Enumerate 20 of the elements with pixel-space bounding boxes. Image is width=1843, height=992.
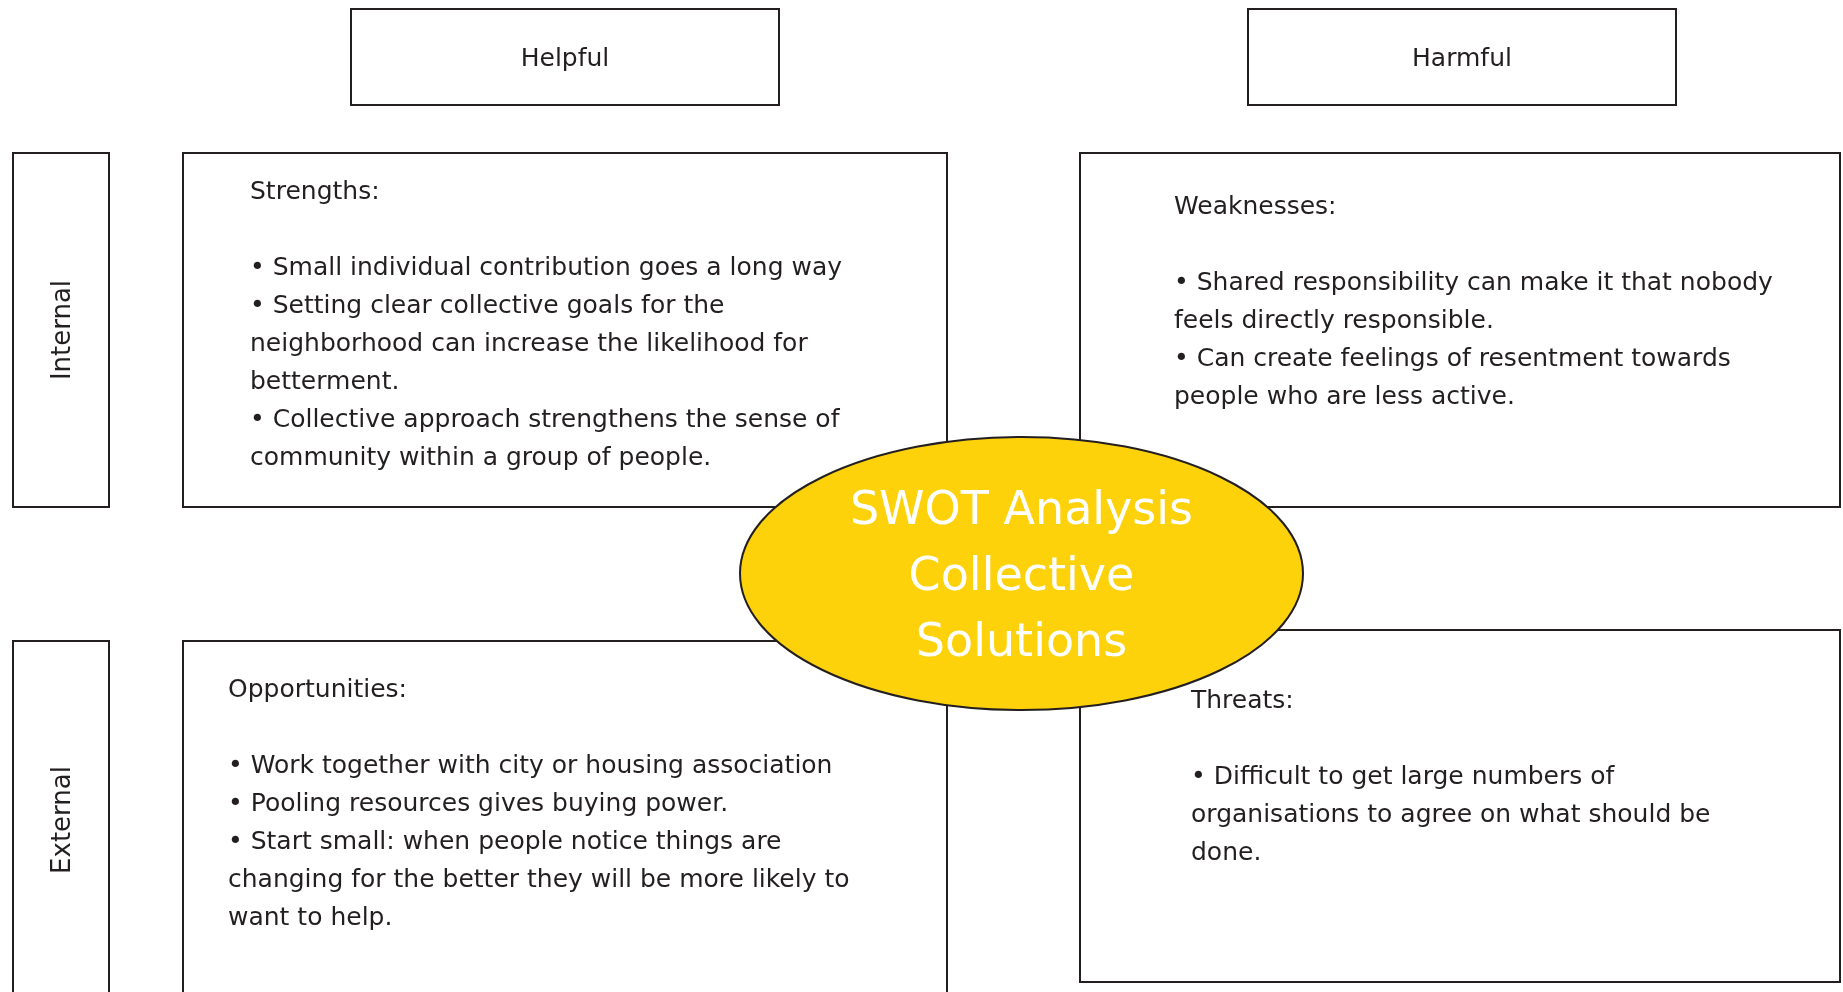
row-header [12,152,110,508]
panel-heading: Threats: [1191,684,1294,716]
row-header [12,640,110,992]
row-label: Internal [46,279,76,381]
title-text: SWOT Analysis Collective Solutions [848,479,1195,669]
row-label: External [46,766,76,874]
bullet-point: • Shared responsibility can make it that nobody feels directly responsible. [1174,266,1774,336]
column-header: Helpful [350,8,780,106]
panel-heading: Weaknesses: [1174,190,1337,222]
bullet-point: • Collective approach strengthens the sense of community within a group of people. [250,403,841,473]
column-header: Harmful [1247,8,1677,106]
bullet-point: • Can create feelings of resentment towards people who are less active. [1174,342,1732,412]
panel-heading: Opportunities: [228,673,407,705]
bullet-point: • Work together with city or housing association [228,749,833,781]
bullet-point: • Setting clear collective goals for the neighborhood can increase the likelihood for betterment. [250,289,809,397]
bullet-point: • Small individual contribution goes a long way [250,251,843,283]
bullet-point: • Start small: when people notice things are changing for the better they will be more likely to want to help. [228,825,851,933]
panel-heading: Strengths: [250,175,380,207]
bullet-point: • Difficult to get large numbers of organisations to agree on what should be done. [1191,760,1712,868]
bullet-point: • Pooling resources gives buying power. [228,787,729,819]
